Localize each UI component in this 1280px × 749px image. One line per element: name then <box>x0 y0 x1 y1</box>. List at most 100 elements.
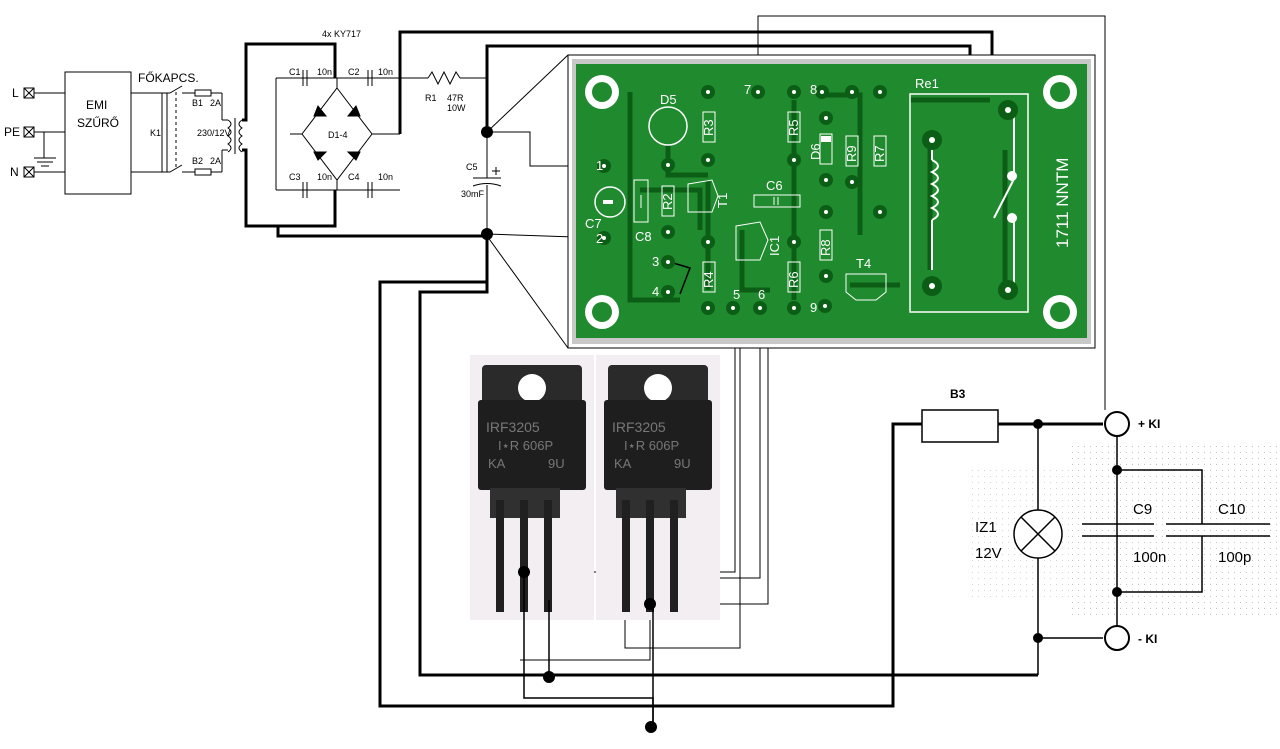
capacitor-c5 <box>472 132 502 236</box>
label-c1: C1 <box>289 67 301 77</box>
output-section <box>921 409 1270 675</box>
junction-node <box>644 598 656 610</box>
pcb-label-ic1: IC1 <box>767 236 782 256</box>
label-n: N <box>10 165 19 179</box>
resistor-r1 <box>400 70 487 86</box>
pcb-pin-5: 5 <box>733 287 740 302</box>
mosfet-q2 <box>596 355 720 620</box>
capacitor-c2 <box>367 70 373 86</box>
pcb-label-d6: D6 <box>808 143 823 160</box>
capacitor-c3 <box>302 182 308 198</box>
pcb-board <box>567 54 1096 349</box>
pcb-pin-7: 7 <box>744 82 751 97</box>
label-b3: B3 <box>950 387 966 401</box>
label-pe: PE <box>4 125 20 139</box>
relay-re1-outline <box>909 93 1029 313</box>
label-minus-out: - KI <box>1138 632 1157 646</box>
label-emi-szuro: SZŰRŐ <box>77 115 119 130</box>
label-k1: K1 <box>150 128 161 138</box>
label-iz1: IZ1 <box>975 519 997 536</box>
label-c3-value: 10n <box>317 172 332 182</box>
pcb-label-r6: R6 <box>786 271 801 288</box>
resistor-r5 <box>787 111 801 143</box>
label-b1: B1 <box>192 98 203 108</box>
resistor-r3 <box>702 111 716 143</box>
label-c9: C9 <box>1133 501 1152 518</box>
pcb-label-r8: R8 <box>818 239 833 256</box>
label-l: L <box>12 86 19 100</box>
mains-input-section <box>23 71 243 195</box>
fuse-b2 <box>194 168 212 176</box>
pcb-label-d5: D5 <box>660 92 677 107</box>
relay-coil <box>929 159 939 221</box>
label-transformer: 230/12V <box>197 128 231 138</box>
ic-ic1 <box>735 221 769 261</box>
capacitor-c1 <box>302 70 308 86</box>
label-c4-value: 10n <box>378 172 393 182</box>
label-plus-out: + KI <box>1138 417 1160 431</box>
pcb-brand: 1711 NNTM <box>1053 158 1072 248</box>
terminal-minus-out <box>1104 625 1130 651</box>
resistor-r2 <box>661 185 675 217</box>
mosfet-q1 <box>470 355 594 620</box>
label-c5: C5 <box>466 162 478 172</box>
label-c10-value: 100p <box>1218 549 1251 566</box>
transformer-secondary-wires <box>242 42 337 228</box>
q1-line2: I⋆R 606P <box>498 438 553 453</box>
pcb-label-r2: R2 <box>660 193 675 210</box>
junction-node <box>1112 465 1122 475</box>
terminal-plus-out <box>1104 411 1130 437</box>
label-bridge: D1-4 <box>328 130 348 140</box>
pcb-label-c7: C7 <box>585 216 602 231</box>
resistor-r8 <box>819 229 833 261</box>
q2-line1: IRF3205 <box>612 419 666 435</box>
transistor-t1 <box>687 179 719 213</box>
junction-node <box>645 721 657 733</box>
resistor-r9 <box>845 135 859 167</box>
q2-line3: KA <box>614 456 632 471</box>
pcb-pin-4: 4 <box>652 284 659 299</box>
resistor-r7 <box>873 135 887 167</box>
pcb-pin-2: 2 <box>596 231 603 246</box>
pcb-label-r3: R3 <box>701 119 716 136</box>
pcb-pin-8: 8 <box>810 82 817 97</box>
label-r1-power: 10W <box>447 103 466 113</box>
resistor-r6 <box>787 261 801 293</box>
terminal-l <box>23 87 35 99</box>
pcb-label-r4: R4 <box>701 271 716 288</box>
transistor-t4 <box>845 273 887 301</box>
label-r1-value: 47R <box>447 93 464 103</box>
label-c4: C4 <box>348 172 360 182</box>
emi-filter-box <box>64 71 132 195</box>
label-b2-rating: 2A <box>210 156 221 166</box>
pcb-label-r5: R5 <box>786 119 801 136</box>
ground-symbol <box>34 132 56 167</box>
capacitor-c4 <box>367 182 373 198</box>
junction-node <box>518 566 530 578</box>
junction-node <box>1033 633 1043 643</box>
pcb-pin-6: 6 <box>758 287 765 302</box>
led-d5 <box>648 106 688 146</box>
label-b1-rating: 2A <box>210 98 221 108</box>
q2-line2: I⋆R 606P <box>624 438 679 453</box>
resistor-r4 <box>702 261 716 293</box>
mosfet-wires <box>523 572 654 725</box>
pcb-pin-9: 9 <box>810 300 817 315</box>
fuse-b3 <box>921 409 999 443</box>
pcb-pin-3: 3 <box>652 254 659 269</box>
pcb-pin-1: 1 <box>596 158 603 173</box>
label-c10: C10 <box>1218 501 1246 518</box>
terminal-pe <box>23 126 35 138</box>
junction-node <box>1033 419 1043 429</box>
junction-node <box>543 671 555 683</box>
pcb-label-t1: T1 <box>715 193 730 208</box>
label-c5-value: 30mF <box>461 189 485 199</box>
label-c9-value: 100n <box>1133 549 1166 566</box>
main-switch <box>161 85 190 173</box>
labels: L PE N EMI SZŰRŐ FŐKAPCS. K1 B1 2A B2 2A… <box>4 29 1251 646</box>
relay-contact <box>993 174 1017 219</box>
q1-line1: IRF3205 <box>486 419 540 435</box>
junction-node <box>1112 587 1122 597</box>
pcb-label-t4: T4 <box>856 256 871 271</box>
label-c2-value: 10n <box>378 67 393 77</box>
